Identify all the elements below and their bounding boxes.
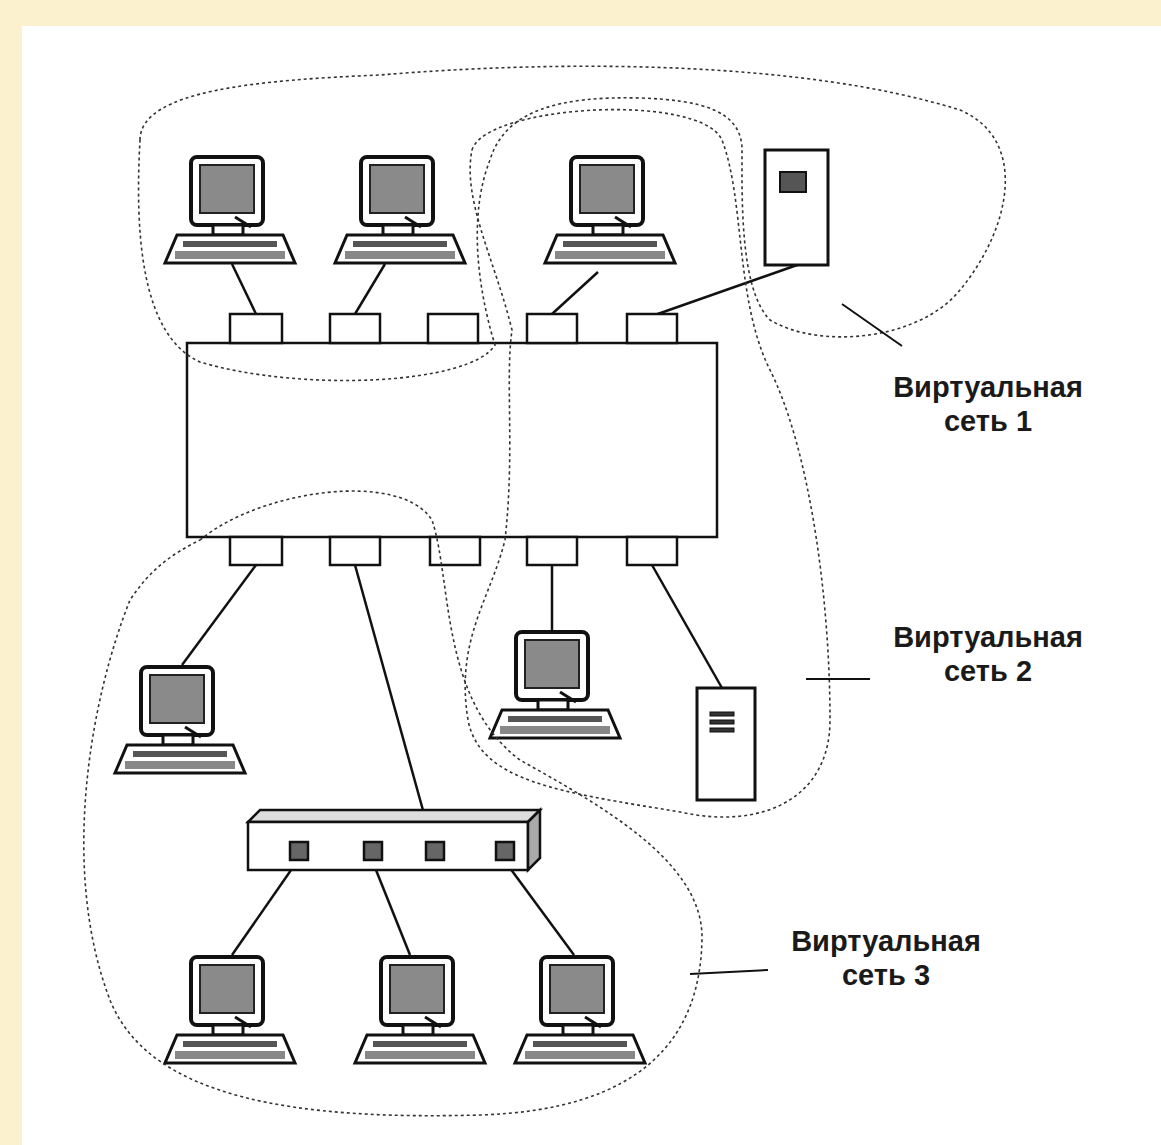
computer — [355, 957, 485, 1063]
vlan-outlines — [84, 66, 1006, 1115]
computer — [115, 667, 245, 773]
computer — [335, 157, 465, 263]
vlan-label: Виртуальная сеть 1 — [863, 370, 1113, 438]
computer — [165, 157, 295, 263]
computer — [490, 632, 620, 738]
computer — [545, 157, 675, 263]
image-ground — [22, 26, 1161, 1145]
vlan-label: Виртуальная сеть 3 — [761, 924, 1011, 992]
computer — [515, 957, 645, 1063]
leader-lines — [690, 304, 902, 974]
computer — [165, 957, 295, 1063]
server — [697, 150, 828, 800]
switch — [187, 314, 717, 565]
vlan-label: Виртуальная сеть 2 — [863, 620, 1113, 688]
cables — [182, 264, 800, 955]
hub — [248, 810, 540, 870]
